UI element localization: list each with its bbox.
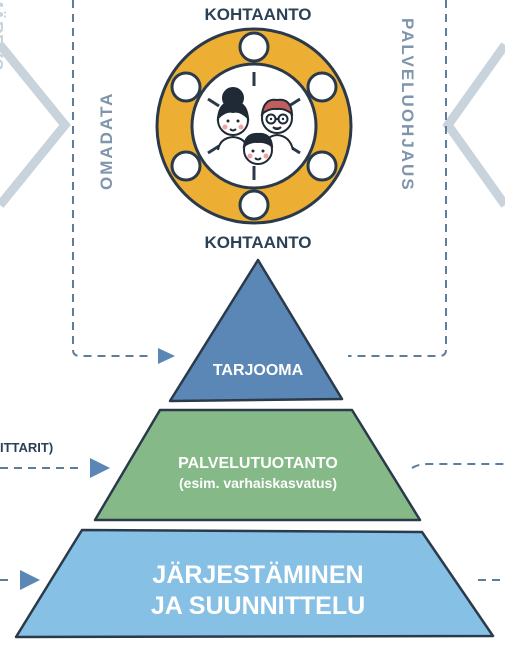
middle-right-dash [411,463,505,469]
dashed-frame-left [72,0,152,357]
frame-arrow-icon [158,348,175,364]
dashed-frame-right [348,0,447,357]
wheel-spokes [207,72,301,180]
middle-arrow-icon [90,458,110,478]
circle-node-icon [238,31,270,63]
circle-node-icon [306,71,338,103]
middle-tier-line2: (esim. varhaiskasvatus) [179,475,337,491]
partial-left-label: ITTARIT) [0,440,53,455]
family-icon [216,87,294,165]
bottom-tier-line1: JÄRJESTÄMINEN [152,561,363,589]
bottom-tier-line2: JA SUUNNITTELU [151,592,365,620]
partial-left-vertical-text: ASIAKASYMMÄRRYS [0,0,6,70]
left-chevron-icon [0,42,71,208]
right-chevron-icon [442,42,505,208]
omadata-vertical-label: OMADATA [97,92,116,190]
circle-node-icon [238,189,270,221]
palveluohjaus-vertical-label: PALVELUOHJAUS [398,18,417,192]
pyramid-bottom-tier [14,528,495,639]
circle-node-icon [170,150,202,182]
circle-node-icon [306,150,338,182]
pyramid-top-tier [168,258,344,403]
pyramid-middle-tier [93,408,422,522]
pyramid: JÄRJESTÄMINEN JA SUUNNITTELU PALVELUTUOT… [14,258,495,639]
bottom-kohtaanto-label: KOHTAANTO [204,233,311,252]
top-kohtaanto-label: KOHTAANTO [204,5,311,24]
circle-node-icon [170,71,202,103]
kohtaanto-wheel [155,27,353,225]
middle-tier-line1: PALVELUTUOTANTO [178,455,338,472]
top-tier-label: TARJOOMA [213,362,304,379]
bottom-arrow-icon [20,570,40,590]
